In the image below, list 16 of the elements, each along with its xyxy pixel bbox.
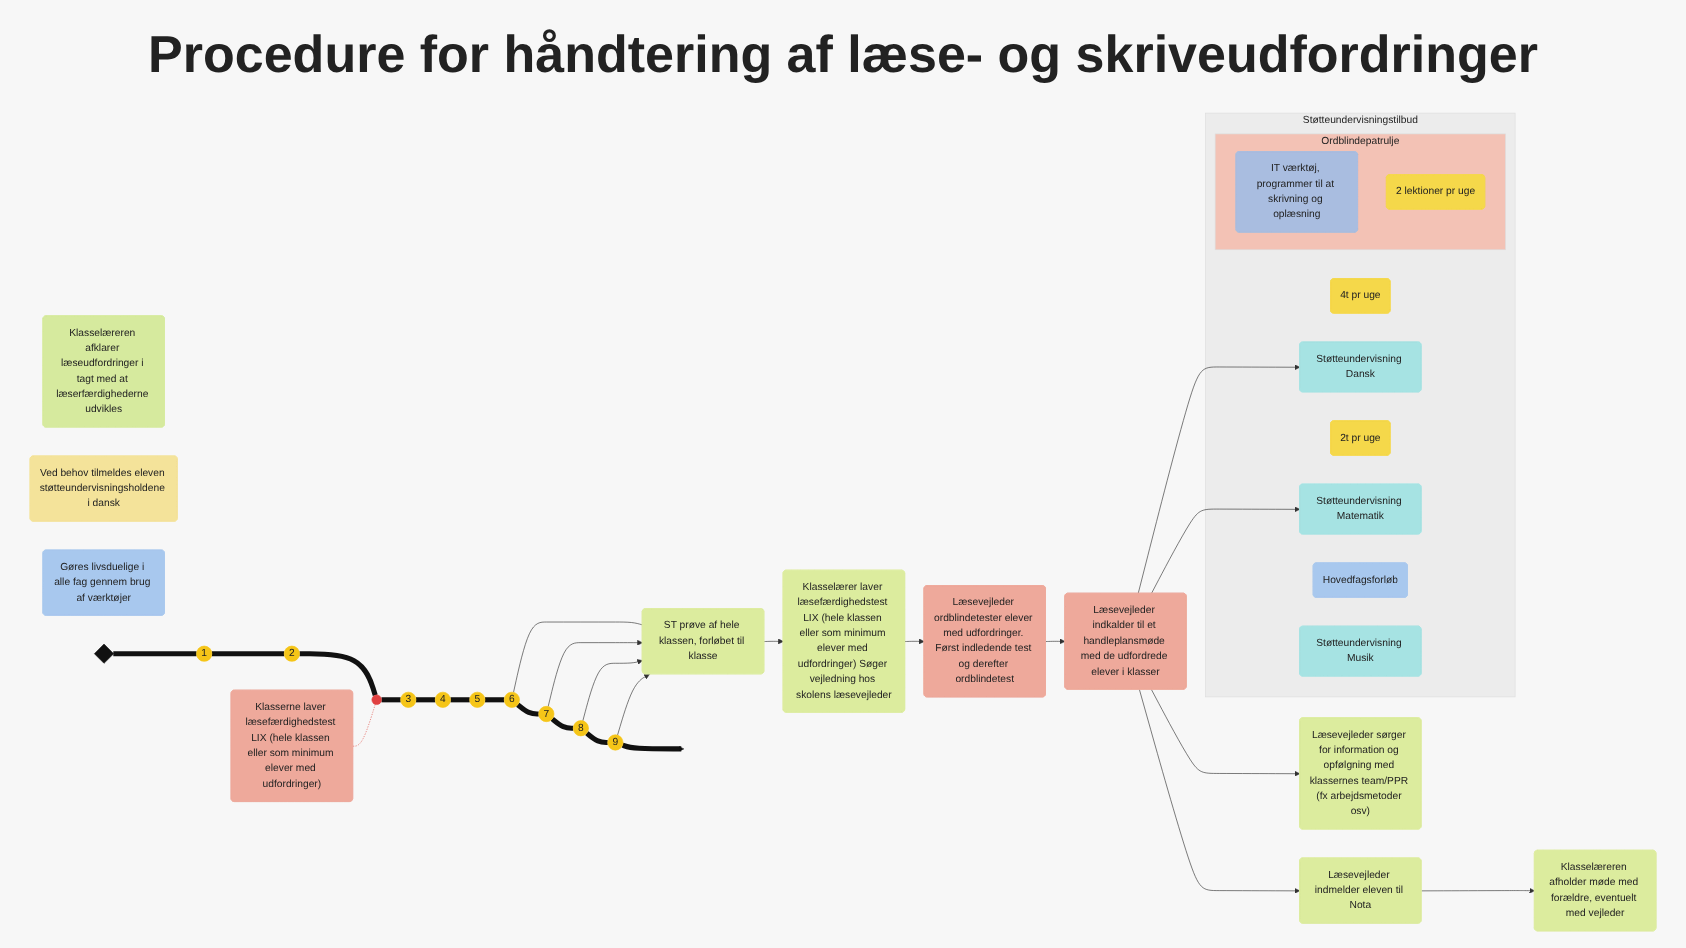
connector bbox=[210, 651, 285, 657]
connector bbox=[516, 702, 540, 717]
connector bbox=[352, 704, 376, 747]
title: Procedure for håndtering af læse- og skriveudfordringer bbox=[146, 21, 1540, 87]
connector bbox=[513, 621, 643, 693]
connector bbox=[484, 697, 506, 703]
connector bbox=[415, 697, 437, 703]
connector bbox=[550, 716, 575, 731]
node-circle bbox=[371, 694, 382, 705]
connector bbox=[449, 697, 471, 703]
connector bbox=[299, 651, 378, 696]
connector bbox=[585, 731, 609, 746]
connector bbox=[113, 651, 198, 657]
connector bbox=[380, 697, 402, 703]
node-diamond bbox=[94, 643, 114, 664]
arrow bbox=[621, 742, 685, 752]
